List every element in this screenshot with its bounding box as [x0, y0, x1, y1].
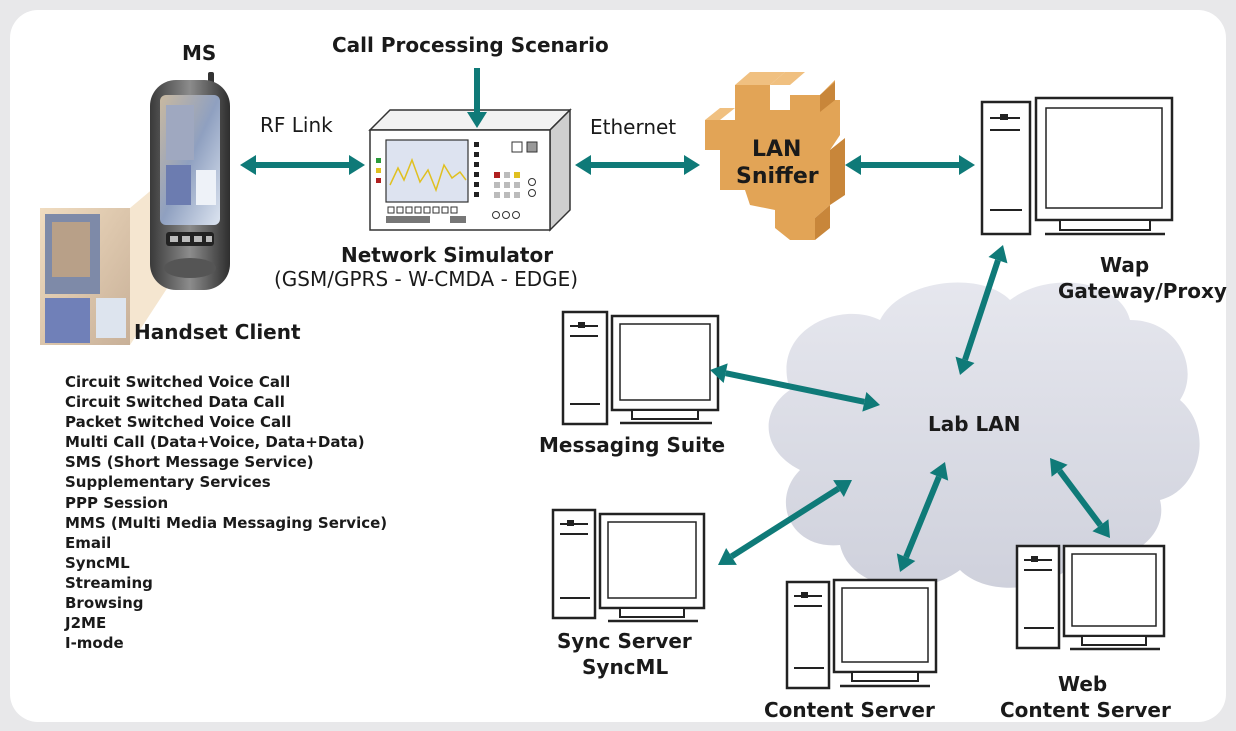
sync-server-computer-icon — [551, 508, 706, 623]
lan-sniffer-label-1: LAN — [752, 137, 802, 162]
service-item: I-mode — [65, 634, 124, 653]
arrow-wap-to-lan — [955, 245, 1008, 375]
web-label-1: Web — [1058, 672, 1108, 696]
service-item: Streaming — [65, 573, 153, 592]
sync-server-label-2: SyncML — [582, 655, 669, 679]
service-item: Circuit Switched Data Call — [65, 393, 285, 412]
service-item: SyncML — [65, 553, 130, 572]
arrow-lan-to-sync — [718, 480, 852, 565]
lan-sniffer-icon — [705, 72, 845, 240]
wap-gateway-computer-icon — [980, 96, 1174, 236]
service-item: PPP Session — [65, 493, 169, 512]
service-item: Email — [65, 533, 112, 552]
service-item: Browsing — [65, 594, 144, 613]
lab-lan-label: Lab LAN — [928, 412, 1021, 436]
arrow-ethernet — [575, 155, 700, 175]
handset-client-label: Handset Client — [134, 320, 301, 344]
arrow-sniffer-to-wap — [845, 155, 975, 175]
wap-label-1: Wap — [1100, 253, 1150, 277]
content-server-computer-icon — [785, 578, 938, 690]
network-simulator-icon — [368, 108, 572, 232]
messaging-suite-computer-icon — [561, 310, 720, 426]
messaging-suite-label: Messaging Suite — [539, 433, 726, 457]
content-server-label: Content Server — [764, 698, 935, 722]
web-content-server-label: Content Server — [1000, 698, 1171, 722]
arrow-lan-to-web — [1050, 458, 1110, 538]
sync-server-label-1: Sync Server — [557, 629, 692, 653]
network-simulator-sublabel: (GSM/GPRS - W-CMDA - EDGE) — [274, 267, 579, 291]
mobile-phone-icon — [150, 72, 230, 290]
service-item: Supplementary Services — [65, 473, 271, 492]
call-processing-scenario-title: Call Processing Scenario — [332, 33, 609, 57]
connector-arrows — [240, 68, 1110, 572]
lan-sniffer-label-2: Sniffer — [736, 164, 819, 189]
network-simulator-label: Network Simulator — [341, 243, 554, 267]
ms-label: MS — [182, 41, 217, 65]
ethernet-label: Ethernet — [590, 115, 677, 139]
service-item: MMS (Multi Media Messaging Service) — [65, 513, 388, 532]
arrow-messaging-to-lan — [710, 363, 880, 412]
arrow-scenario-to-simulator — [467, 68, 487, 128]
service-item: J2ME — [65, 614, 107, 633]
rf-link-label: RF Link — [260, 113, 333, 137]
service-item: SMS (Short Message Service) — [65, 453, 314, 472]
web-content-server-computer-icon — [1015, 544, 1166, 651]
service-item: Packet Switched Voice Call — [65, 413, 292, 432]
arrow-rf-link — [240, 155, 365, 175]
wap-label-2: Gateway/Proxy — [1058, 279, 1227, 303]
arrow-lan-to-content — [896, 462, 949, 572]
service-item: Multi Call (Data+Voice, Data+Data) — [65, 433, 365, 452]
service-item: Circuit Switched Voice Call — [65, 373, 291, 391]
